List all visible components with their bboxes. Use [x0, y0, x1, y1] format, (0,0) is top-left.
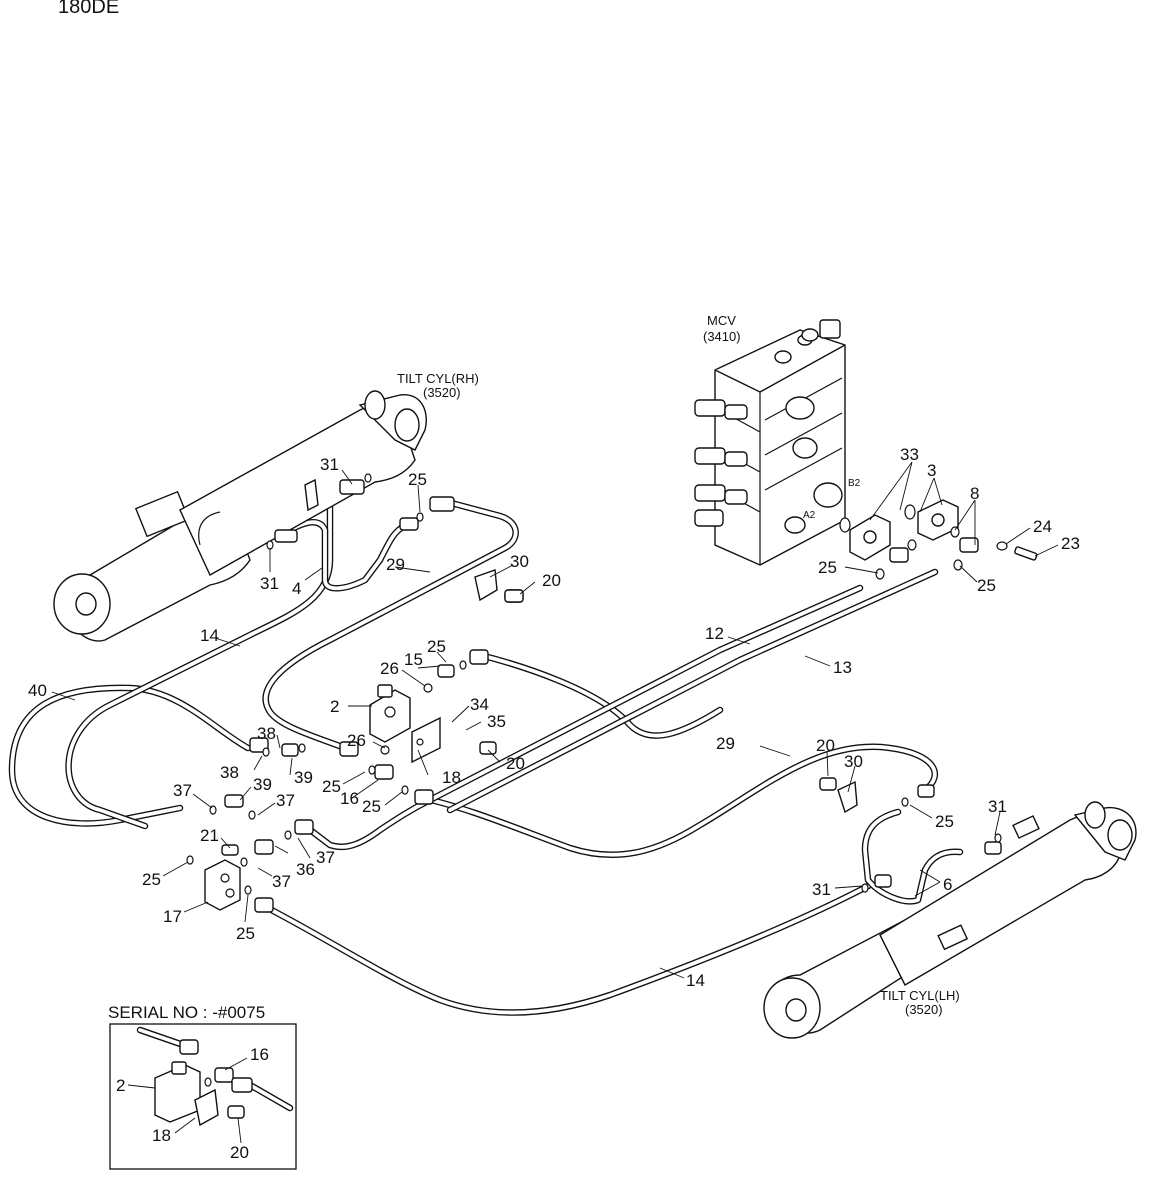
label-37-a: 37 [173, 781, 192, 800]
label-16: 16 [340, 789, 359, 808]
label-31-rh-b: 31 [260, 574, 279, 593]
label-25-rh: 25 [408, 470, 427, 489]
label-25-mcv-a: 25 [818, 558, 837, 577]
hose-40 [8, 684, 252, 827]
label-38-b: 38 [220, 763, 239, 782]
label-21: 21 [200, 826, 219, 845]
model-title: 180DE [58, 0, 119, 18]
tilt-cylinder-rh [53, 390, 427, 642]
label-24: 24 [1033, 517, 1052, 536]
inset-title: SERIAL NO : -#0075 [108, 1003, 265, 1022]
fittings [186, 473, 1002, 913]
label-35: 35 [487, 712, 506, 731]
label-37-c: 37 [316, 848, 335, 867]
label-39-a: 39 [294, 768, 313, 787]
label-31-lh-a: 31 [988, 797, 1007, 816]
tilt-cylinder-lh [763, 801, 1137, 1039]
label-23: 23 [1061, 534, 1080, 553]
hoses [8, 496, 964, 1016]
tilt-rh-ref: (3520) [423, 385, 461, 400]
label-37-b: 37 [276, 791, 295, 810]
label-25-left-a: 25 [142, 870, 161, 889]
label-36: 36 [296, 860, 315, 879]
label-18: 18 [442, 768, 461, 787]
label-13: 13 [833, 658, 852, 677]
label-20-mid: 20 [506, 754, 525, 773]
label-20-lh: 20 [816, 736, 835, 755]
label-33: 33 [900, 445, 919, 464]
callout-labels: 33 3 8 24 23 25 25 31 25 30 20 29 31 4 1… [28, 445, 1080, 990]
inset-panel: SERIAL NO : -#0075 16 2 18 20 [108, 1003, 297, 1170]
label-25-mid-a: 25 [427, 637, 446, 656]
label-31-lh-b: 31 [812, 880, 831, 899]
tilt-lh-name: TILT CYL(LH) [880, 988, 960, 1003]
label-12: 12 [705, 624, 724, 643]
label-26-a: 26 [380, 659, 399, 678]
label-29-upper: 29 [386, 555, 405, 574]
label-25-lh: 25 [935, 812, 954, 831]
label-38-a: 38 [257, 724, 276, 743]
label-17: 17 [163, 907, 182, 926]
label-14-upper: 14 [200, 626, 219, 645]
inset-label-2: 2 [116, 1076, 125, 1095]
label-4: 4 [292, 579, 301, 598]
label-14-lower: 14 [686, 971, 705, 990]
tilt-rh-name: TILT CYL(RH) [397, 371, 479, 386]
label-31-rh: 31 [320, 455, 339, 474]
label-25-mid-c: 25 [362, 797, 381, 816]
flanges-3 [839, 499, 1038, 580]
block-17 [204, 859, 241, 911]
label-25-left-b: 25 [236, 924, 255, 943]
callouts [51, 461, 1059, 979]
inset-label-18: 18 [152, 1126, 171, 1145]
label-26-b: 26 [347, 731, 366, 750]
label-37-d: 37 [272, 872, 291, 891]
label-34: 34 [470, 695, 489, 714]
label-30-rh: 30 [510, 552, 529, 571]
label-30-lh: 30 [844, 752, 863, 771]
label-15: 15 [404, 650, 423, 669]
port-a2: A2 [803, 510, 816, 521]
port-b2: B2 [848, 478, 861, 489]
mcv-ref: (3410) [703, 329, 741, 344]
inset-label-20: 20 [230, 1143, 249, 1162]
label-29-lower: 29 [716, 734, 735, 753]
mcv-valve [694, 319, 846, 566]
bracket-18 [411, 716, 441, 764]
label-39-b: 39 [253, 775, 272, 794]
label-25-mid-b: 25 [322, 777, 341, 796]
mcv-name: MCV [707, 313, 736, 328]
label-40: 40 [28, 681, 47, 700]
tilt-lh-ref: (3520) [905, 1002, 943, 1017]
label-2: 2 [330, 697, 339, 716]
block-valve-2 [369, 684, 411, 743]
label-20-rh: 20 [542, 571, 561, 590]
label-3: 3 [927, 461, 936, 480]
label-6: 6 [943, 875, 952, 894]
inset-label-16: 16 [250, 1045, 269, 1064]
label-25-mcv-b: 25 [977, 576, 996, 595]
label-8: 8 [970, 484, 979, 503]
